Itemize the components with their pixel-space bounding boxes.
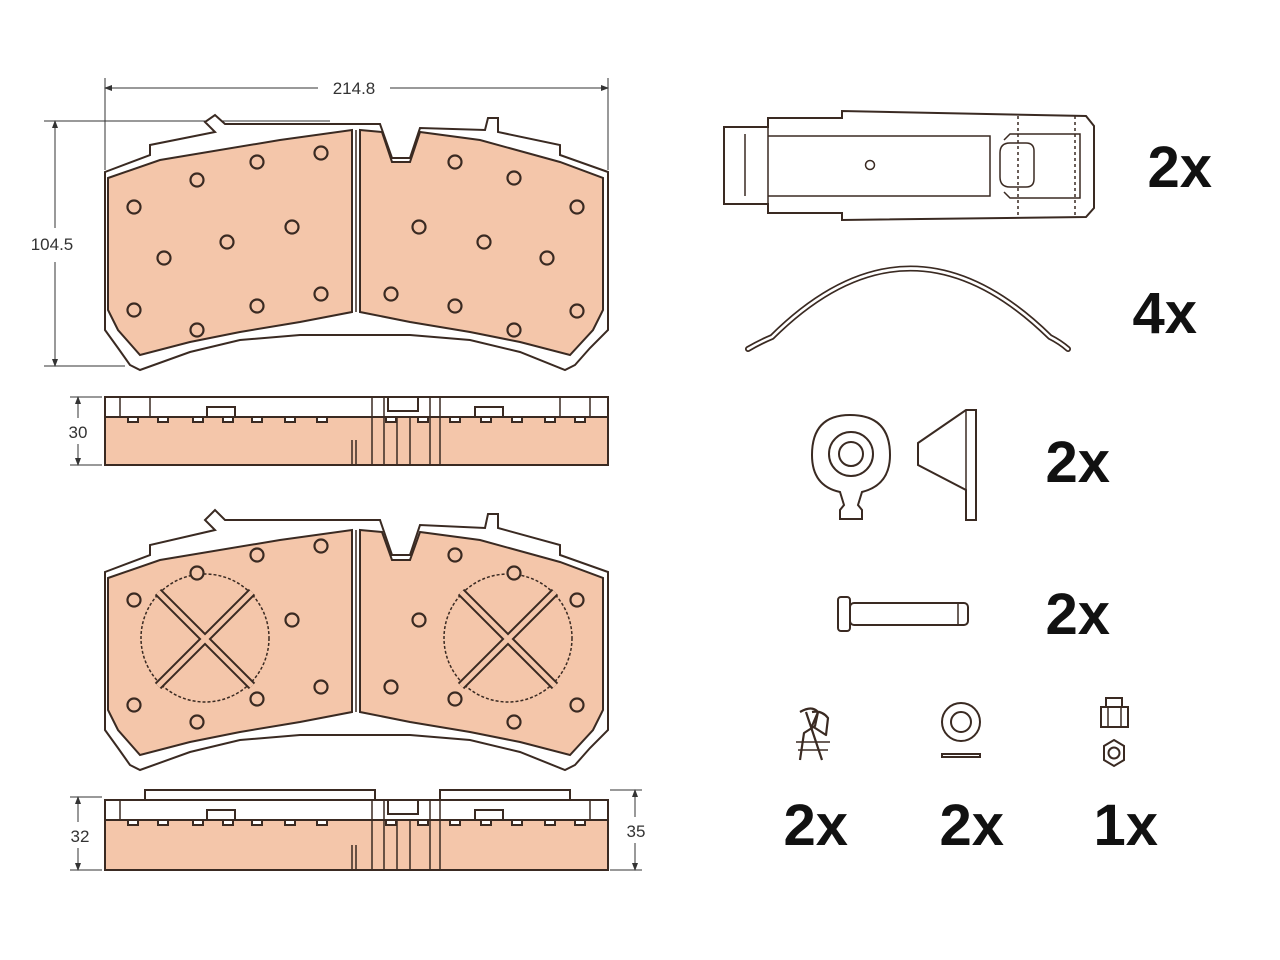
clip-icon [796, 707, 830, 761]
dimension-thickness-1: 30 [69, 396, 102, 466]
rivet-holes-top-left [126, 145, 329, 338]
qty-washer: 2x [939, 793, 1004, 858]
dimension-thickness-2: 32 [70, 796, 102, 871]
pin-icon [837, 596, 969, 632]
dimension-thickness-1-label: 30 [69, 423, 88, 442]
rivet-holes-top-right [383, 154, 585, 338]
dimension-width: 214.8 [104, 78, 609, 170]
qty-pin: 2x [1045, 582, 1110, 647]
cross-groove-right [443, 573, 573, 703]
washer-icon [941, 702, 981, 758]
brake-pad-side-view-2 [104, 789, 609, 871]
dimension-width-label: 214.8 [333, 79, 376, 98]
dimension-thickness-2-label: 32 [71, 827, 90, 846]
dimension-thickness-3: 35 [610, 789, 646, 871]
retaining-spring-icon [745, 265, 1071, 352]
dimension-thickness-3-label: 35 [627, 822, 646, 841]
qty-sensor-holder: 2x [1045, 430, 1110, 495]
rivet-marks-side-1 [127, 416, 586, 423]
qty-wear-indicator-bracket: 2x [1147, 135, 1212, 200]
qty-clip: 2x [783, 793, 848, 858]
rivet-marks-side-2 [127, 819, 586, 826]
brake-pad-top [104, 113, 609, 372]
qty-retaining-spring: 4x [1132, 281, 1197, 346]
nut-icon [1100, 697, 1129, 768]
rivet-holes-bottom [126, 538, 585, 730]
dimension-height-label: 104.5 [31, 235, 74, 254]
brake-pad-bottom [104, 508, 609, 772]
brake-pad-side-view-1 [104, 396, 609, 466]
dimension-height: 104.5 [31, 120, 330, 367]
cross-groove-left [140, 573, 270, 703]
qty-nut: 1x [1093, 793, 1158, 858]
wear-indicator-bracket-icon [723, 109, 1095, 222]
sensor-holder-icon [810, 409, 977, 521]
